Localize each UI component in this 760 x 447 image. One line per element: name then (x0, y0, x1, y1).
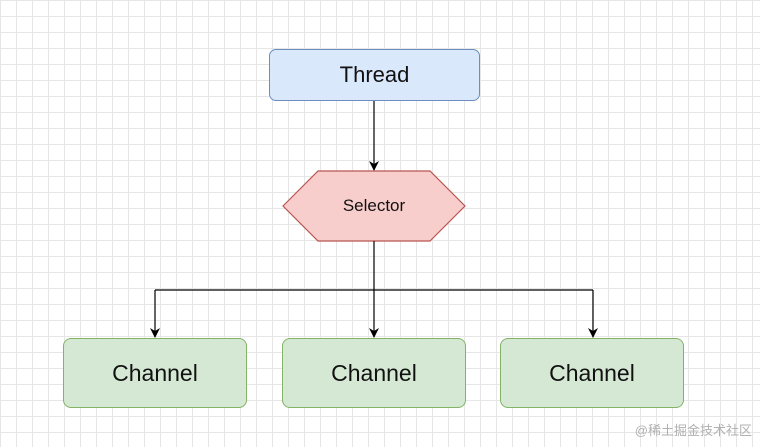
selector-hexagon (282, 170, 466, 242)
channel-label-3: Channel (549, 359, 635, 386)
thread-label: Thread (339, 62, 410, 87)
channel-node-2[interactable]: Channel (282, 338, 466, 408)
thread-node[interactable]: Thread (269, 49, 480, 101)
channel-label-1: Channel (112, 359, 198, 386)
channel-label-2: Channel (331, 359, 417, 386)
selector-label: Selector (342, 196, 406, 215)
watermark-text: @稀土掘金技术社区 (634, 423, 752, 438)
channel-node-1[interactable]: Channel (63, 338, 247, 408)
channel-node-3[interactable]: Channel (500, 338, 684, 408)
selector-node[interactable]: Selector (283, 171, 465, 241)
